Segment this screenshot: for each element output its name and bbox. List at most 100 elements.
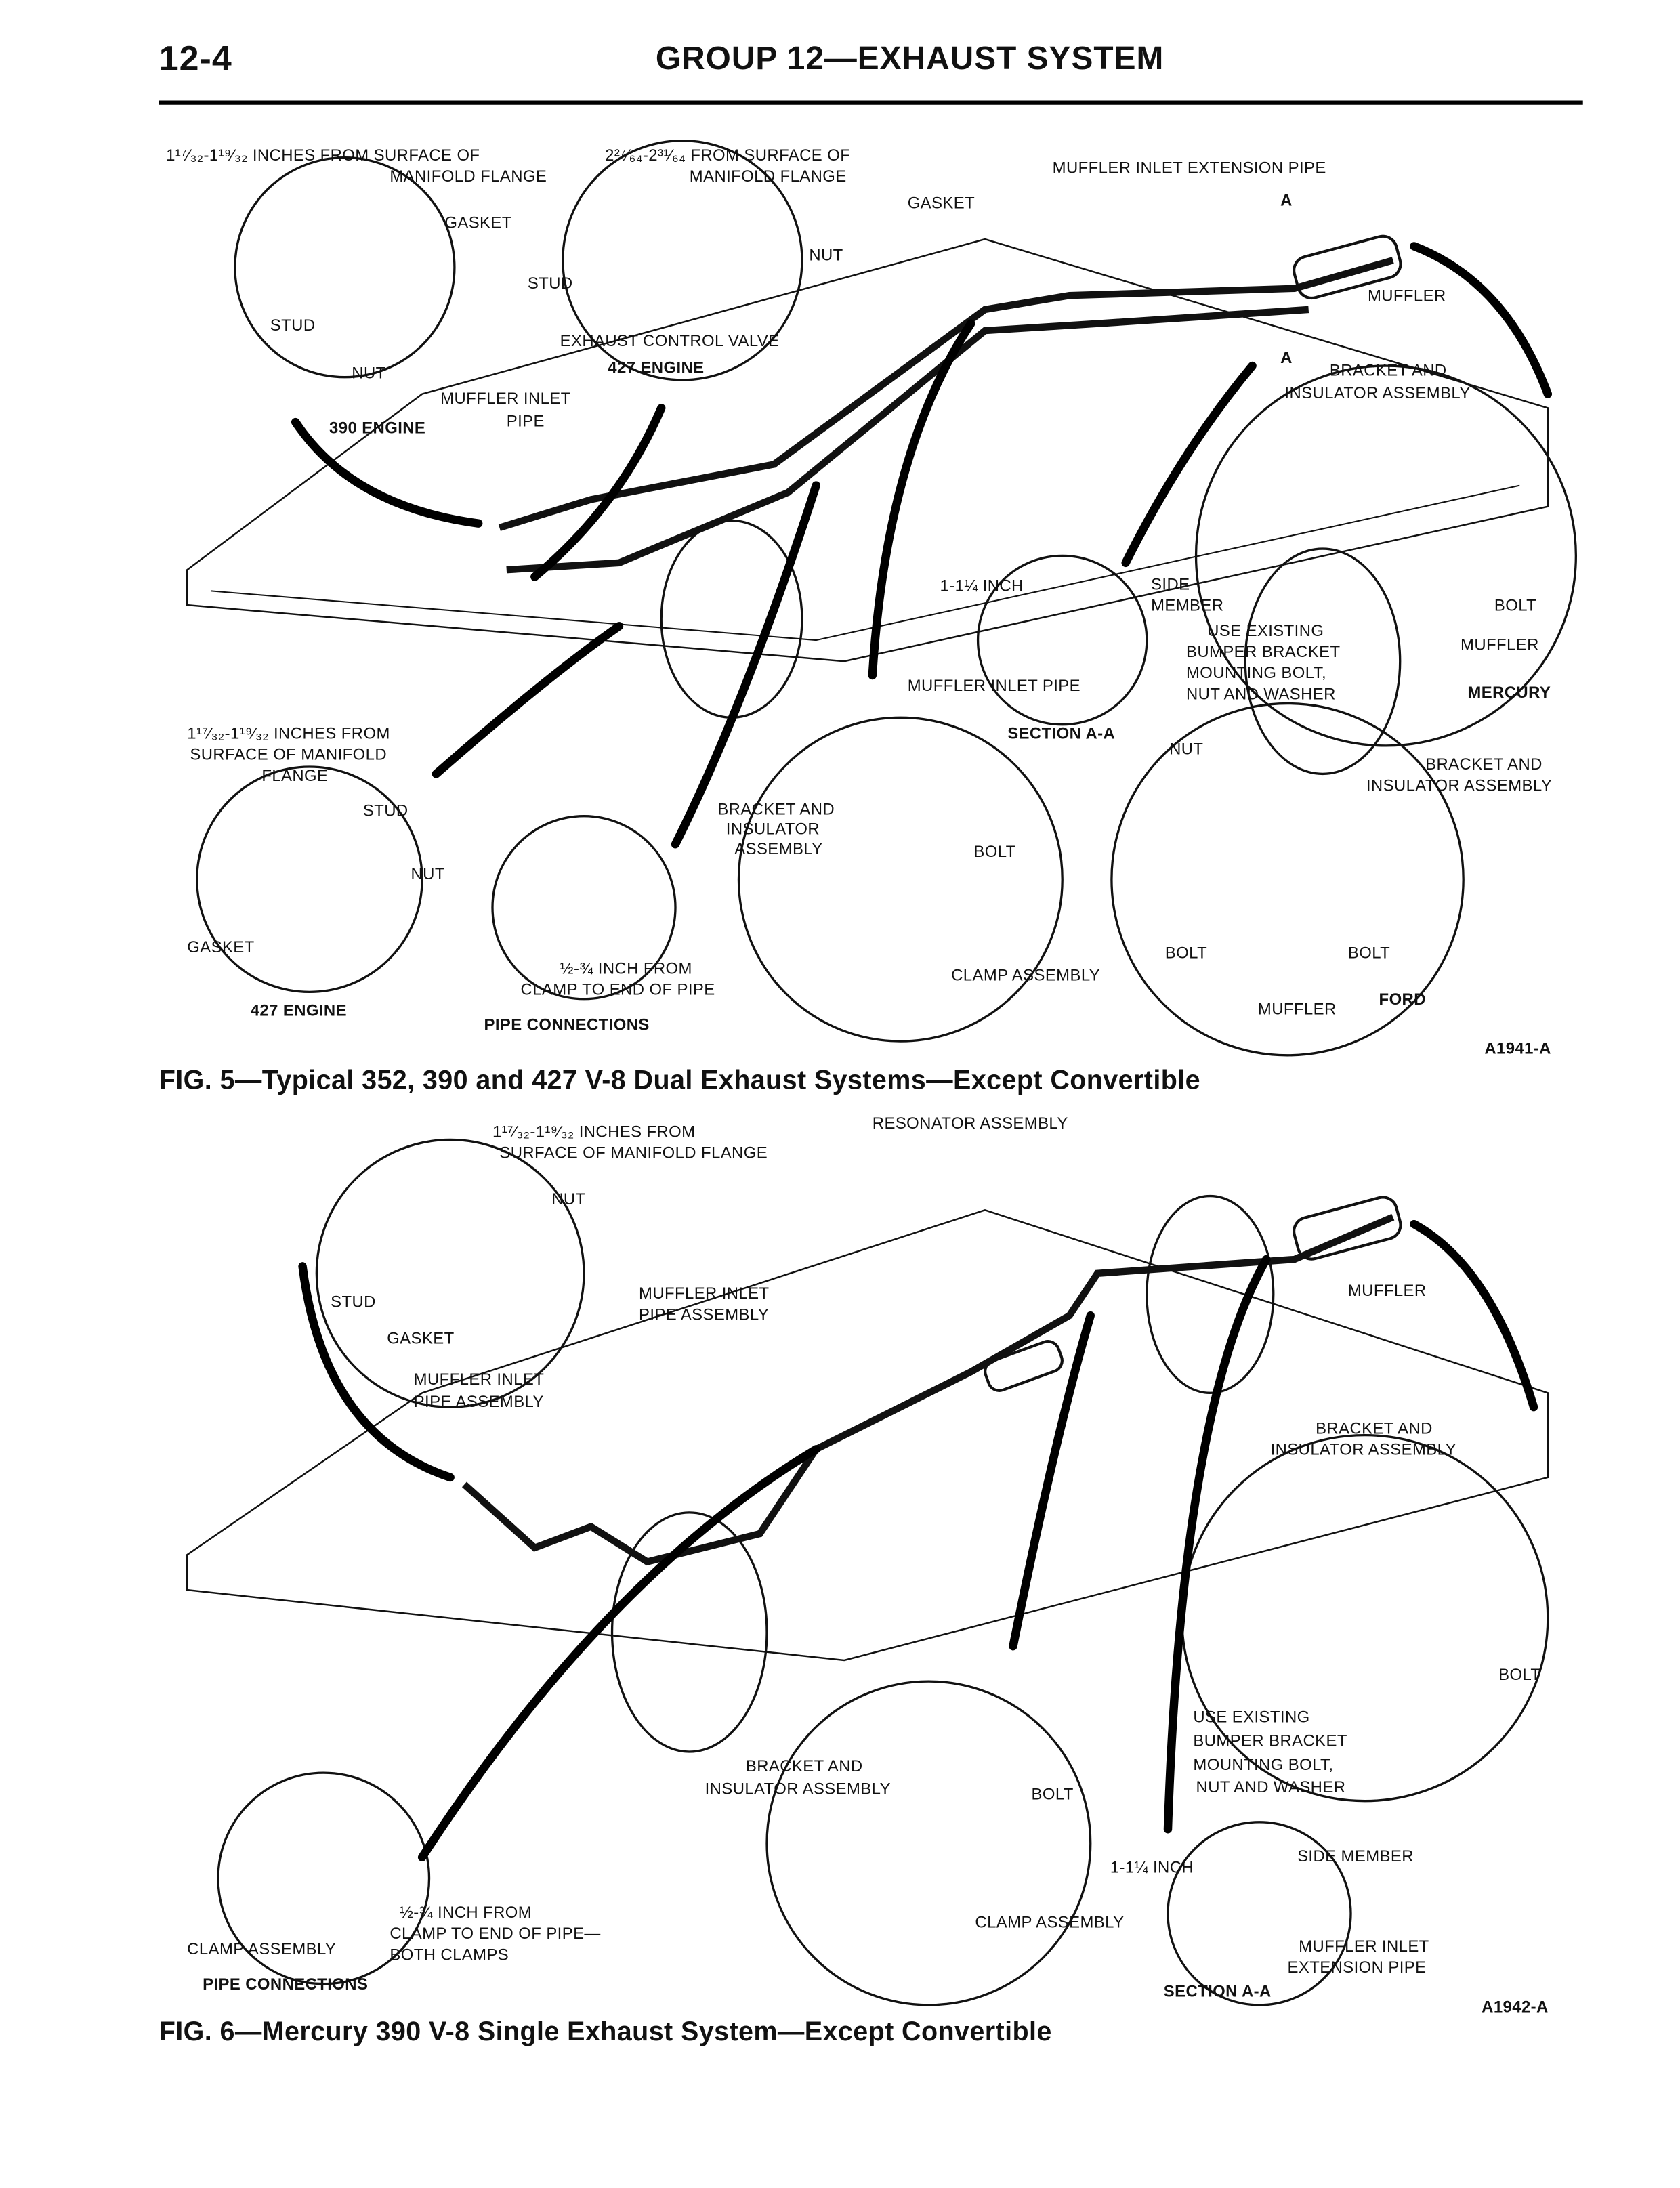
label: PIPE CONNECTIONS: [484, 1017, 650, 1034]
fig5-detail-section-aa: [976, 554, 1148, 726]
label: SECTION A-A: [1163, 1983, 1272, 2001]
label: A: [1280, 350, 1293, 368]
label: MUFFLER INLET: [413, 1372, 545, 1389]
label: A: [1280, 192, 1293, 210]
fig6-wheel-rear: [1146, 1194, 1275, 1394]
fig6-detail-section-aa: [1167, 1821, 1352, 2006]
label: 1¹⁷⁄₃₂-1¹⁹⁄₃₂ INCHES FROM: [492, 1124, 696, 1141]
label: FORD: [1379, 992, 1426, 1009]
label: MEMBER: [1151, 597, 1224, 615]
label: MUFFLER: [1367, 288, 1446, 306]
fig5-muffler-shape: [1293, 234, 1402, 300]
label: GASKET: [444, 215, 512, 232]
fig5-frame-outline: [186, 238, 1549, 662]
label: BUMPER BRACKET: [1185, 644, 1341, 662]
label: ASSEMBLY: [734, 841, 823, 859]
fig5-detail-bracket: [737, 716, 1064, 1043]
figure-5-caption: FIG. 5—Typical 352, 390 and 427 V-8 Dual…: [159, 1066, 1200, 1097]
label: MANIFOLD FLANGE: [689, 169, 847, 186]
label: CLAMP ASSEMBLY: [187, 1941, 337, 1959]
label: EXHAUST CONTROL VALVE: [560, 333, 780, 351]
fig5-detail-mercury-bracket: [1194, 364, 1578, 747]
label: CLAMP ASSEMBLY: [975, 1914, 1125, 1932]
fig5-detail-427-manifold: [196, 765, 423, 994]
label: ½-¾ INCH FROM: [560, 961, 692, 978]
fig6-detail-bracket: [765, 1680, 1092, 2006]
label: BRACKET AND: [1425, 757, 1542, 774]
fig6-resonator-shape: [984, 1340, 1064, 1392]
fig6-muffler-shape: [1293, 1196, 1402, 1261]
label: 2²⁷⁄₆₄-2³¹⁄₆₄ FROM SURFACE OF: [605, 148, 851, 165]
fig5-arrow-pipeconn: [671, 481, 820, 849]
label: SURFACE OF MANIFOLD: [190, 746, 387, 764]
fig5-detail-390-manifold: [234, 156, 456, 379]
label: MERCURY: [1467, 685, 1551, 702]
label: PIPE ASSEMBLY: [413, 1394, 544, 1412]
label: BOLT: [1031, 1786, 1074, 1804]
label: NUT AND WASHER: [1185, 686, 1336, 704]
label: BRACKET AND: [1316, 1421, 1433, 1438]
page-title: GROUP 12—EXHAUST SYSTEM: [655, 39, 1164, 77]
label: STUD: [270, 318, 316, 335]
label: BRACKET AND: [717, 801, 835, 819]
label: NUT: [411, 866, 445, 884]
fig5-wheel-rear: [1244, 547, 1402, 776]
fig5-detail-pipe-connections: [491, 815, 677, 1001]
label: STUD: [362, 803, 408, 820]
label: INSULATOR ASSEMBLY: [1366, 778, 1553, 795]
label: CLAMP TO END OF PIPE—: [390, 1926, 601, 1943]
label: FLANGE: [261, 768, 329, 786]
fig5-detail-427-valve: [562, 140, 803, 381]
label: BOLT: [1347, 945, 1391, 963]
fig6-arrow-section: [1163, 1255, 1271, 1834]
label: MOUNTING BOLT,: [1185, 665, 1327, 683]
label: SIDE: [1151, 576, 1190, 594]
page-number: 12-4: [159, 39, 232, 79]
label: PIPE CONNECTIONS: [203, 1977, 369, 1994]
label: MUFFLER INLET: [639, 1286, 770, 1303]
label: 390 ENGINE: [329, 421, 426, 438]
label: NUT AND WASHER: [1196, 1780, 1346, 1797]
label: NUT: [551, 1192, 586, 1209]
label: MUFFLER INLET PIPE: [907, 678, 1080, 696]
label: NUT: [1169, 741, 1204, 759]
label: BRACKET AND: [745, 1759, 863, 1776]
label: USE EXISTING: [1193, 1709, 1310, 1727]
fig5-detail-ford-bracket: [1110, 702, 1465, 1057]
fig6-detail-pipe-connections: [217, 1771, 431, 1985]
label: PIPE ASSEMBLY: [639, 1307, 770, 1324]
label: MUFFLER INLET: [440, 391, 571, 408]
label: BOTH CLAMPS: [390, 1947, 509, 1964]
fig6-detail-manifold: [315, 1138, 585, 1408]
label: MOUNTING BOLT,: [1193, 1757, 1334, 1775]
fig6-frame-outline: [186, 1208, 1549, 1662]
label: BOLT: [973, 844, 1016, 862]
label: SECTION A-A: [1007, 725, 1116, 743]
label: PIPE: [506, 413, 545, 431]
figure-6-caption: FIG. 6—Mercury 390 V-8 Single Exhaust Sy…: [159, 2017, 1052, 2048]
figure-code: A1942-A: [1482, 1999, 1549, 2017]
fig5-arrow-427-bottom: [432, 622, 624, 778]
label: 1-1¼ INCH: [940, 578, 1024, 595]
label: GASKET: [907, 195, 975, 213]
label: MUFFLER: [1461, 637, 1539, 654]
label: MUFFLER INLET EXTENSION PIPE: [1052, 160, 1326, 177]
label: STUD: [527, 276, 573, 293]
label: USE EXISTING: [1207, 623, 1324, 641]
label: BOLT: [1164, 945, 1208, 963]
fig6-arrow-pipeconn: [417, 1445, 820, 1862]
label: MUFFLER: [1257, 1001, 1337, 1019]
label: MUFFLER INLET: [1299, 1939, 1429, 1956]
label: 1-1¼ INCH: [1110, 1859, 1194, 1877]
fig5-arrow-section: [1121, 361, 1257, 568]
label: BUMPER BRACKET: [1193, 1733, 1347, 1750]
label: 427 ENGINE: [250, 1003, 347, 1020]
fig6-pipe: [461, 1213, 1395, 1566]
label: MANIFOLD FLANGE: [390, 169, 547, 186]
fig5-arrow-center: [868, 319, 975, 680]
label: 1¹⁷⁄₃₂-1¹⁹⁄₃₂ INCHES FROM SURFACE OF: [166, 148, 480, 165]
label: GASKET: [387, 1330, 455, 1348]
fig5-pipe-right: [506, 306, 1309, 574]
